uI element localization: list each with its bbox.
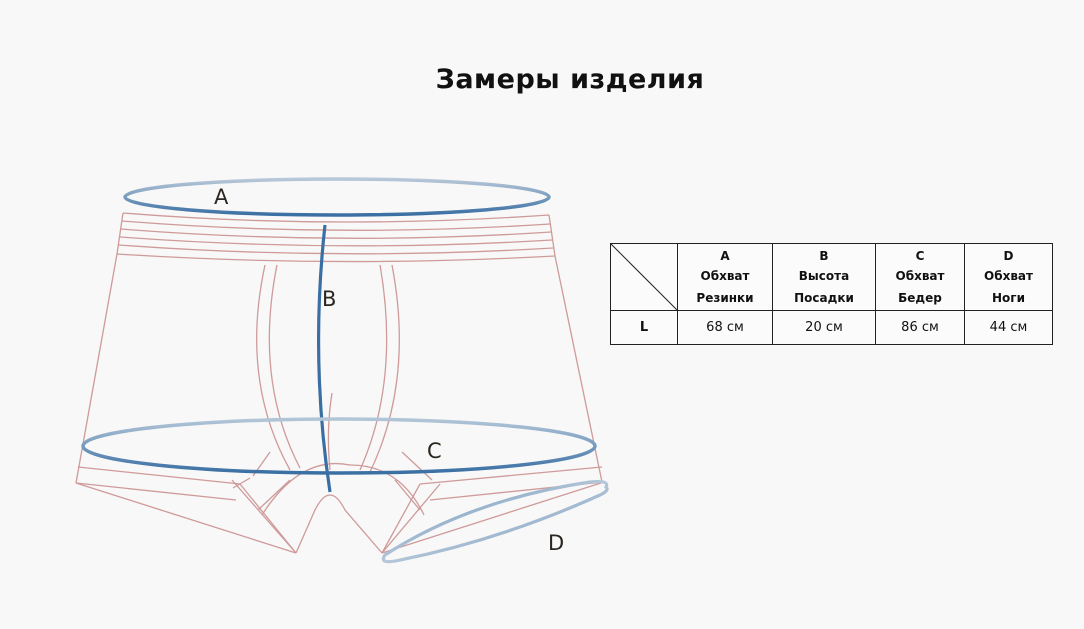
value-c-cell: 86 см — [875, 310, 965, 345]
size-table: A Обхват Резинки B Высота Посадки C Обхв… — [610, 243, 1053, 345]
diagonal-line — [611, 244, 677, 310]
garment-outline — [75, 212, 605, 554]
value-a-cell: 68 см — [677, 310, 773, 345]
value-b-cell: 20 см — [772, 310, 876, 345]
value-d-cell: 44 см — [964, 310, 1053, 345]
column-header-a: A Обхват Резинки — [677, 243, 773, 311]
size-cell: L — [610, 310, 678, 345]
measure-a-waist — [123, 177, 551, 217]
column-header-c: C Обхват Бедер — [875, 243, 965, 311]
label-d: D — [548, 531, 564, 555]
label-b: B — [322, 287, 336, 311]
label-a: A — [214, 185, 229, 209]
table-header-row: A Обхват Резинки B Высота Посадки C Обхв… — [610, 243, 1053, 311]
label-c: C — [427, 439, 442, 463]
measure-b-rise — [316, 224, 332, 493]
measurement-lines — [81, 177, 609, 564]
table-row: L 68 см 20 см 86 см 44 см — [610, 310, 1053, 345]
page-title: Замеры изделия — [435, 64, 705, 95]
column-header-d: D Обхват Ноги — [964, 243, 1053, 311]
column-header-b: B Высота Посадки — [772, 243, 876, 311]
measure-c-hips — [81, 417, 597, 475]
corner-cell — [610, 243, 678, 311]
measure-d-leg — [381, 479, 609, 564]
